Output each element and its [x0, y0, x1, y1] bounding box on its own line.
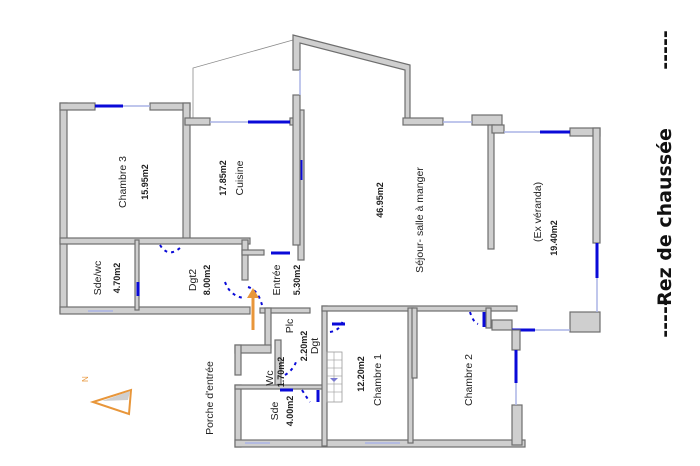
- title-dashes-bottom: -----: [654, 298, 676, 337]
- room-area-entree: 5.30m2: [292, 265, 302, 296]
- room-area-veranda: 19.40m2: [549, 220, 559, 256]
- room-name-plc: Plc: [284, 319, 296, 334]
- terrace-outline: [192, 39, 294, 120]
- floor-title: ----- Rez de chaussée -----: [654, 30, 676, 337]
- room-name-dgt2: Dgt2: [187, 269, 199, 291]
- room-area-chambre1: 12.20m2: [356, 356, 366, 392]
- room-area-wc: 1.70m2: [276, 357, 286, 388]
- room-name-chambre3: Chambre 3: [117, 156, 129, 208]
- room-name-sde: Sde: [269, 402, 281, 421]
- north-arrow-icon: N: [81, 376, 133, 416]
- doors: [159, 244, 486, 403]
- room-area-sde: 4.00m2: [285, 396, 295, 427]
- room-area-dgt: 2.20m2: [299, 331, 309, 362]
- room-area-sejour: 46.95m2: [375, 182, 385, 218]
- entry-arrow-icon: [247, 288, 259, 330]
- room-name-chambre1: Chambre 1: [372, 354, 384, 406]
- room-area-sdewc: 4.70m2: [112, 263, 122, 294]
- room-name-dgt: Dgt: [309, 338, 321, 354]
- room-area-dgt2: 8.00m2: [202, 265, 212, 296]
- room-name-sdewc: Sde/wc: [92, 261, 104, 295]
- porche-label: Porche d'entrée: [204, 361, 216, 435]
- room-name-veranda: (Ex véranda): [532, 182, 544, 242]
- room-area-cuisine: 17.85m2: [218, 160, 228, 196]
- room-name-cuisine: Cuisine: [234, 160, 246, 195]
- north-label: N: [81, 376, 90, 382]
- sejour-walls: [292, 34, 601, 333]
- room-name-chambre2: Chambre 2: [463, 354, 475, 406]
- page-title: Rez de chaussée: [654, 128, 676, 306]
- chambre3-walls: [59, 102, 251, 315]
- room-name-entree: Entrée: [271, 264, 283, 295]
- room-name-wc: Wc: [264, 370, 276, 385]
- room-area-chambre3: 15.95m2: [140, 164, 150, 200]
- title-dashes-top: -----: [654, 30, 676, 69]
- room-name-sejour: Séjour- salle à manger: [414, 167, 426, 273]
- stairs: [326, 351, 343, 403]
